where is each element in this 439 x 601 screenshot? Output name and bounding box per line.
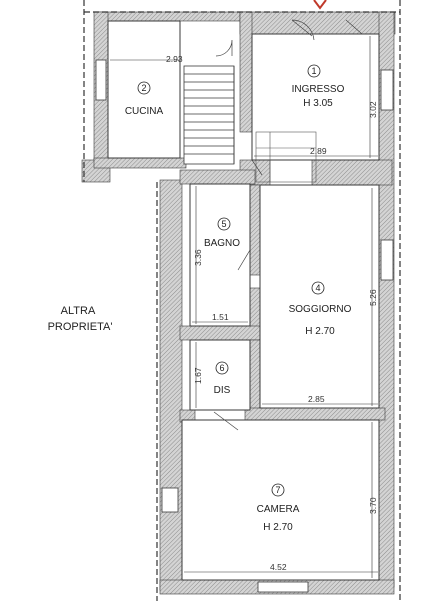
dim-cucina-w: 2.93: [166, 54, 183, 64]
wall-left-outer: [159, 179, 183, 591]
room-num-6: 6: [219, 363, 224, 373]
room-num-5: 5: [221, 219, 226, 229]
room-circle-2: [137, 81, 151, 95]
room-name-bagno: BAGNO: [204, 238, 240, 249]
dim-dis-h: 1.67: [193, 367, 203, 384]
door-cucina-stair: [215, 39, 233, 57]
neighbor-label-line2: PROPRIETA': [48, 321, 113, 333]
ingresso-landing: [255, 131, 317, 183]
dim-soggiorno-w: 2.85: [308, 394, 325, 404]
wall-top-left: [95, 11, 247, 22]
floor-ingresso: [251, 33, 380, 161]
room-height-camera: H 2.70: [263, 522, 293, 533]
room-floors: [107, 20, 380, 581]
door-top-right: [345, 19, 363, 35]
window-right-1: [380, 69, 394, 111]
wall-cucina-bottom: [93, 157, 187, 169]
doors: [213, 19, 363, 431]
door-bagno: [237, 249, 251, 271]
boundary-lines: [83, 0, 401, 601]
wall-camera-top-right: [244, 407, 386, 421]
windows: [95, 59, 394, 593]
room-circle-5: [217, 217, 231, 231]
dim-camera-w: 4.52: [270, 562, 287, 572]
room-num-1: 1: [311, 66, 316, 76]
staircase: [183, 65, 235, 165]
window-camera-left: [161, 487, 179, 513]
room-circle-6: [215, 361, 229, 375]
wall-top-right: [239, 11, 396, 35]
window-cucina-left: [95, 59, 107, 101]
room-number-circles: [137, 64, 325, 497]
room-name-camera: CAMERA: [257, 504, 300, 515]
room-name-dis: DIS: [214, 385, 231, 396]
room-circle-1: [307, 64, 321, 78]
entry-arrow-icon: [313, 0, 327, 10]
dim-bagno-h: 3.36: [193, 249, 203, 266]
floor-soggiorno: [259, 184, 380, 409]
floor-dis: [189, 339, 251, 411]
room-num-4: 4: [315, 283, 320, 293]
dim-bagno-w: 1.51: [212, 312, 229, 322]
door-ingresso: [291, 19, 315, 41]
room-name-cucina: CUCINA: [125, 106, 164, 117]
wall-ingresso-left: [239, 11, 253, 133]
room-num-2: 2: [141, 83, 146, 93]
stair-flight: [183, 65, 235, 165]
room-circle-7: [271, 483, 285, 497]
dim-camera-h: 3.70: [368, 497, 378, 514]
wall-bagno-right: [249, 184, 261, 276]
floor-bagno: [189, 183, 251, 327]
wall-dis-right: [249, 339, 261, 419]
room-height-ingresso: H 3.05: [303, 98, 333, 109]
room-num-7: 7: [275, 485, 280, 495]
wall-bagno-bottom: [179, 325, 261, 341]
dimension-lines: [110, 36, 378, 578]
ingresso-stairs: [255, 131, 317, 183]
door-dis: [213, 411, 239, 431]
window-bottom: [257, 581, 309, 593]
dim-ingresso-w: 2.89: [310, 146, 327, 156]
room-height-soggiorno: H 2.70: [305, 326, 335, 337]
room-name-ingresso: INGRESSO: [292, 84, 345, 95]
wall-bagno-top: [179, 169, 256, 185]
door-soggiorno: [251, 159, 263, 176]
window-right-2: [380, 239, 394, 281]
dim-soggiorno-h: 5.26: [368, 289, 378, 306]
floor-camera: [181, 419, 380, 581]
room-name-soggiorno: SOGGIORNO: [289, 304, 352, 315]
room-circle-4: [311, 281, 325, 295]
neighbor-label-line1: ALTRA: [61, 305, 96, 317]
dim-ingresso-h: 3.02: [368, 101, 378, 118]
wall-ingresso-bottom: [311, 159, 393, 186]
